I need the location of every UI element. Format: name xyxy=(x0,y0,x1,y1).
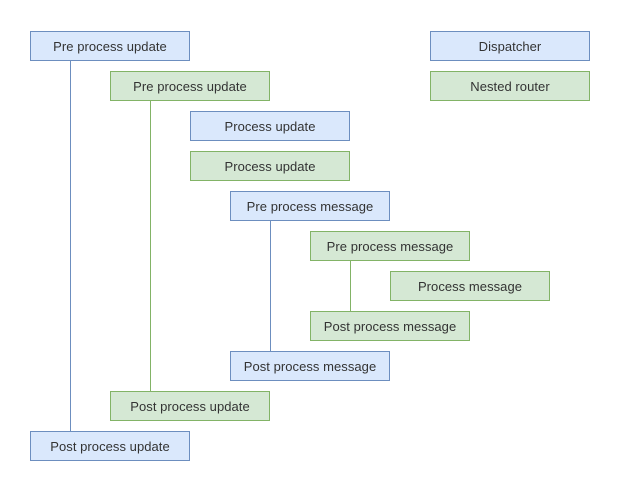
node-box[interactable]: Pre process message xyxy=(230,191,390,221)
node-box[interactable]: Pre process update xyxy=(110,71,270,101)
node-box[interactable]: Post process update xyxy=(30,431,190,461)
node-box[interactable]: Process update xyxy=(190,151,350,181)
node-box[interactable]: Process message xyxy=(390,271,550,301)
legend-item-router[interactable]: Nested router xyxy=(430,71,590,101)
connector-pre-post-process-update-router xyxy=(150,101,151,391)
connector-pre-post-process-message-dispatcher xyxy=(270,221,271,351)
node-box[interactable]: Post process message xyxy=(230,351,390,381)
node-box[interactable]: Process update xyxy=(190,111,350,141)
node-box[interactable]: Pre process update xyxy=(30,31,190,61)
node-box[interactable]: Post process update xyxy=(110,391,270,421)
legend-item-dispatcher[interactable]: Dispatcher xyxy=(430,31,590,61)
node-box[interactable]: Post process message xyxy=(310,311,470,341)
connector-pre-post-process-update-dispatcher xyxy=(70,61,71,431)
connector-pre-post-process-message-router xyxy=(350,261,351,311)
node-box[interactable]: Pre process message xyxy=(310,231,470,261)
